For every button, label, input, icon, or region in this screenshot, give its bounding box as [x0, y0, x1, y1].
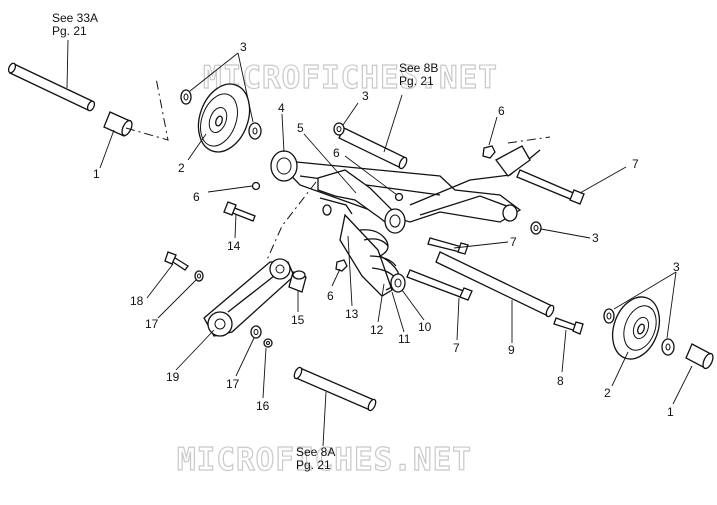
callout-3-center: 3 [362, 89, 369, 103]
callout-19: 19 [166, 370, 180, 384]
reference-33a-page: Pg. 21 [52, 24, 87, 38]
bolt-7-upper [516, 169, 585, 205]
reference-33a-label: See 33A [52, 11, 99, 25]
callout-11: 11 [398, 332, 411, 346]
nut-16 [263, 338, 273, 348]
idler-wheel-upper [197, 83, 251, 153]
bolt-14 [223, 201, 256, 222]
washer-3-right [530, 221, 542, 235]
assembly-line-center [265, 181, 317, 263]
rear-shaft-upper [338, 127, 408, 170]
bolt-7-center [427, 237, 469, 255]
spacer-sleeve-upper [103, 111, 133, 137]
washer-center [333, 122, 345, 136]
callout-numbers: 1 2 3 4 5 6 3 6 7 6 14 7 3 6 13 12 11 10… [93, 40, 680, 419]
upper-shaft [7, 62, 96, 112]
nut-6-left [251, 181, 261, 191]
reference-8b-label: See 8B [399, 61, 439, 75]
washer-right-left [603, 308, 615, 324]
lower-long-shaft [435, 251, 555, 318]
washer-17-lower [250, 325, 262, 339]
nut-6-lower [335, 259, 348, 272]
callout-15: 15 [291, 313, 305, 327]
assembly-line-upper [125, 77, 169, 141]
callout-5: 5 [297, 121, 304, 135]
washer-upper-right [248, 122, 262, 140]
washer-17-upper [194, 270, 204, 282]
bolt-18 [164, 251, 189, 271]
reference-note-33a: See 33A Pg. 21 [52, 12, 98, 38]
callout-14: 14 [227, 239, 241, 253]
callout-9: 9 [508, 343, 515, 357]
callout-3-right: 3 [592, 231, 599, 245]
watermark-bottom: MICROFICHES.NET [177, 442, 472, 478]
idler-wheel-right [611, 296, 661, 360]
callout-16: 16 [256, 399, 270, 413]
front-arm-assembly [317, 169, 406, 234]
callout-12: 12 [370, 323, 384, 337]
callout-7-center: 7 [510, 235, 517, 249]
callout-17-lower: 17 [226, 377, 240, 391]
reference-8a-label: See 8A [296, 445, 336, 459]
lower-shaft-8a [293, 366, 377, 412]
rear-scissor-arm [270, 136, 551, 223]
callout-13: 13 [345, 307, 359, 321]
reference-note-8a: See 8A Pg. 21 [296, 446, 335, 472]
bolt-8 [553, 317, 584, 335]
reference-8a-page: Pg. 21 [296, 458, 331, 472]
bolt-7-lower [406, 269, 473, 301]
washer-upper-left [180, 89, 192, 105]
nut-6-top-right [482, 145, 496, 159]
callout-1-right: 1 [667, 405, 674, 419]
callout-2-right: 2 [604, 386, 611, 400]
washer-right-right [661, 338, 675, 356]
reference-8b-page: Pg. 21 [399, 74, 434, 88]
callout-17-upper: 17 [145, 317, 159, 331]
callout-6-top-right: 6 [498, 104, 505, 118]
spacer-sleeve-right [685, 343, 714, 370]
nut-6-mid [394, 192, 404, 202]
callout-1-upper: 1 [93, 167, 100, 181]
callout-6-lower: 6 [327, 289, 334, 303]
callout-4: 4 [278, 101, 285, 115]
watermark-top: MICROFICHES.NET [203, 60, 498, 96]
callout-7-upper: 7 [632, 157, 639, 171]
callout-2-upper: 2 [178, 161, 185, 175]
callout-6-center: 6 [333, 146, 340, 160]
bushing-15 [288, 270, 307, 293]
link-arm [203, 258, 295, 337]
callout-10: 10 [418, 320, 432, 334]
callout-3-upper: 3 [240, 40, 247, 54]
callout-7-lower: 7 [453, 341, 460, 355]
callout-6-left: 6 [193, 190, 200, 204]
reference-note-8b: See 8B Pg. 21 [399, 62, 438, 88]
callout-3-far-right: 3 [673, 260, 680, 274]
leader-lines [66, 39, 693, 447]
callout-18: 18 [130, 294, 144, 308]
callout-8: 8 [557, 374, 564, 388]
